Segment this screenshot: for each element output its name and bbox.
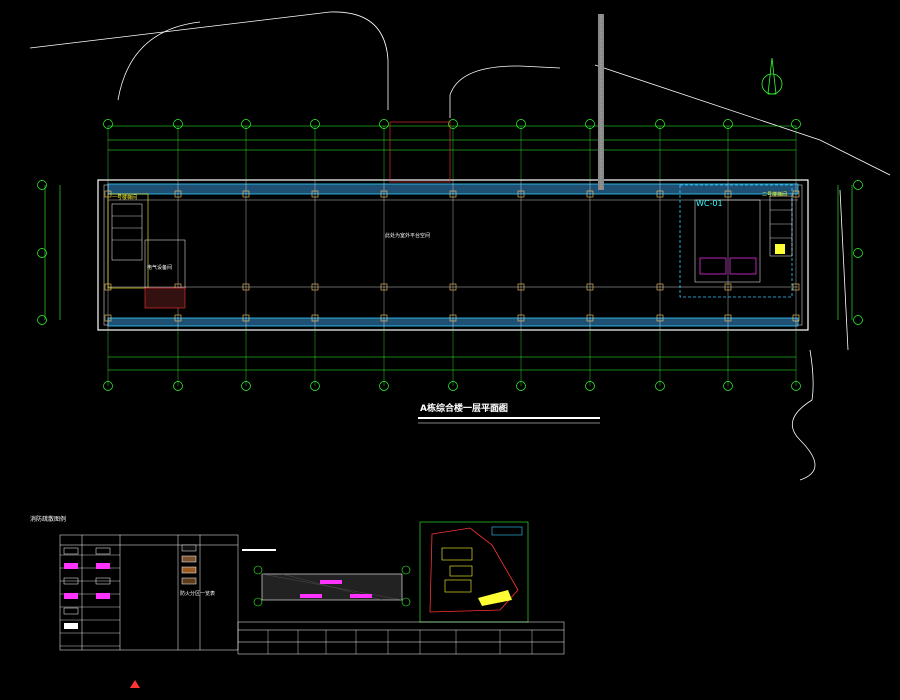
column-marker: [792, 283, 800, 291]
axis-bubble-left: [37, 180, 47, 190]
column-marker: [449, 283, 457, 291]
column-marker: [242, 190, 250, 198]
site-outline: [29, 11, 891, 481]
column-marker: [311, 314, 319, 322]
column-marker: [792, 190, 800, 198]
column-marker: [517, 283, 525, 291]
column-marker: [174, 314, 182, 322]
stair-left-label: 一号楼梯间: [112, 195, 138, 201]
column-marker: [656, 190, 664, 198]
column-marker: [586, 283, 594, 291]
equipment-room-label: 电气设备间: [147, 265, 173, 271]
column-marker: [174, 190, 182, 198]
column-marker: [311, 283, 319, 291]
red-marker-icon: [130, 680, 140, 688]
column-marker: [311, 190, 319, 198]
key-plan: [242, 549, 411, 607]
legend-icons: [63, 547, 111, 629]
right-wc-block: [679, 184, 793, 298]
column-marker: [656, 314, 664, 322]
dimension-lines: [44, 125, 853, 371]
column-marker: [517, 190, 525, 198]
axis-bubble-right: [853, 315, 863, 325]
axis-bubbles: [37, 119, 863, 391]
column-marker: [517, 314, 525, 322]
column-marker: [449, 190, 457, 198]
vertical-stack: [598, 14, 604, 190]
column-grid: [104, 126, 800, 386]
left-stair-block: [107, 193, 186, 309]
stair-right-label: 二号楼梯间: [762, 192, 788, 198]
column-marker: [380, 314, 388, 322]
room-wc-label: WC-01: [696, 199, 723, 208]
north-arrow-icon: [761, 57, 783, 95]
schedule-columns: [267, 630, 533, 654]
schedule-table: [237, 621, 565, 655]
legend-swatches: [181, 544, 197, 585]
column-marker: [242, 283, 250, 291]
column-marker: [586, 314, 594, 322]
axis-bubble-left: [37, 315, 47, 325]
site-plan-inset: [419, 521, 529, 623]
column-marker: [724, 283, 732, 291]
column-marker: [586, 190, 594, 198]
legend-table: [59, 534, 239, 651]
column-marker: [792, 314, 800, 322]
center-note: 此处为室外平台空间: [385, 233, 431, 239]
column-marker: [380, 283, 388, 291]
legend-heading: 消防疏散图例: [30, 516, 67, 523]
entry-porch: [389, 121, 451, 183]
drawing-scale: 1:100: [485, 406, 503, 413]
column-marker: [724, 190, 732, 198]
column-marker: [104, 314, 112, 322]
column-marker: [724, 314, 732, 322]
column-marker: [380, 190, 388, 198]
drawing-title: A栋综合楼一层平面图: [420, 404, 508, 414]
axis-bubble-right: [853, 180, 863, 190]
axis-bubble-right: [853, 248, 863, 258]
column-marker: [656, 283, 664, 291]
title-underline: [418, 417, 600, 424]
column-marker: [242, 314, 250, 322]
axis-bubble-left: [37, 248, 47, 258]
column-marker: [449, 314, 457, 322]
legend-table-title: 防火分区一览表: [180, 591, 216, 597]
